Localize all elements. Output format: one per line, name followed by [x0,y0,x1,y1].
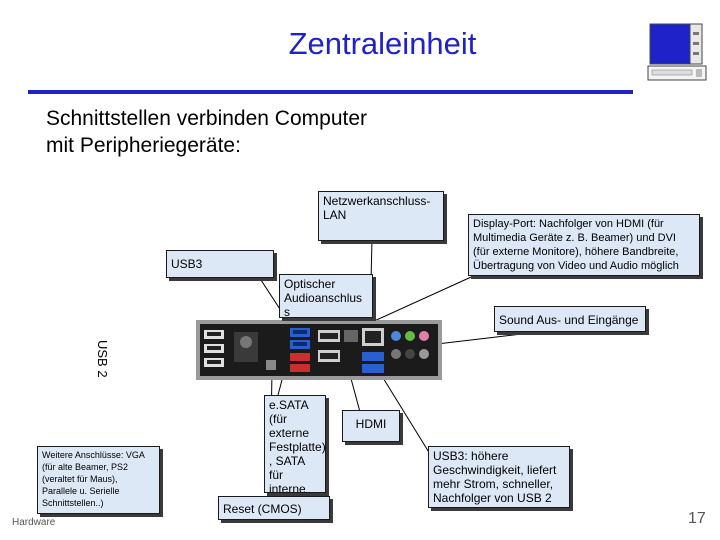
rear-io-panel [196,320,442,380]
hdmi-callout: HDMI [342,410,400,442]
usb3-callout: USB3 [166,250,274,278]
subtitle: Schnittstellen verbinden Computer mit Pe… [46,105,367,159]
usb2-label: USB 2 [95,340,110,378]
lan-label: Netzwerkanschluss-LAN [323,194,431,222]
title-rule [28,90,633,94]
optical-label: Optischer Audioanschlus s [284,277,363,318]
audio-jacks [391,331,429,359]
computer-icon [647,23,707,81]
usb3-desc-label: USB3: höhere Geschwindigkeit, liefert me… [433,449,557,505]
reset-button [266,360,276,370]
displayport-label: Display-Port: Nachfolger von HDMI (für M… [473,218,679,272]
esata-ports [290,353,310,372]
esata-label: e.SATA (für externe Festplatte) , SATA f… [269,398,326,493]
optical-port [344,330,358,342]
footer-label: Hardware [12,517,56,528]
reset-label: Reset (CMOS) [223,502,302,516]
page-number: 17 [688,510,706,527]
sound-line [419,329,556,347]
usb2-ports [204,330,224,367]
lan-callout: Netzwerkanschluss-LAN [318,191,444,241]
subtitle-line-1: Schnittstellen verbinden Computer [46,107,368,130]
subtitle-line-2: mit Peripheriegeräte: [46,134,241,157]
sound-callout: Sound Aus- und Eingänge [494,306,646,332]
optical-callout: Optischer Audioanschlus s [279,274,373,318]
usb3-desc-callout: USB3: höhere Geschwindigkeit, liefert me… [428,446,570,508]
other-ports-callout: Weitere Anschlüsse: VGA (für alte Beamer… [37,446,160,514]
other-ports-label: Weitere Anschlüsse: VGA (für alte Beamer… [42,450,145,508]
displayport-callout: Display-Port: Nachfolger von HDMI (für M… [468,214,700,276]
esata-callout: e.SATA (für externe Festplatte) , SATA f… [264,395,326,493]
usb3-label: USB3 [171,257,203,271]
page-title: Zentraleinheit [288,26,477,61]
sound-label: Sound Aus- und Eingänge [499,313,639,327]
usb3-ports [290,328,310,349]
reset-callout: Reset (CMOS) [218,496,330,520]
hdmi-label: HDMI [355,417,387,431]
